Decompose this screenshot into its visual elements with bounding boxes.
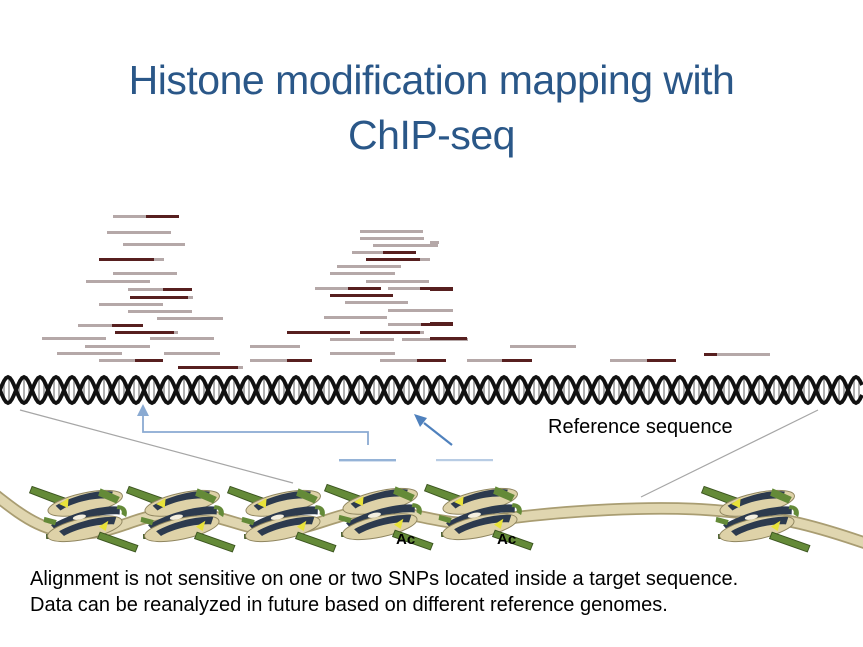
read-segment [330, 338, 394, 341]
read-segment [430, 337, 467, 340]
read-segment [99, 258, 154, 261]
read-underline [339, 459, 396, 462]
read-segment [647, 359, 676, 362]
read-segment [315, 287, 348, 290]
read-segment [430, 359, 446, 362]
title-line-1: Histone modification mapping with [128, 57, 735, 104]
read-segment [324, 316, 387, 319]
read-segment [430, 288, 453, 291]
read-segment [366, 258, 420, 261]
read-segment [420, 258, 430, 261]
read-segment [510, 345, 576, 348]
read-segment [430, 241, 439, 244]
read-segment [388, 323, 421, 326]
nucleosome [124, 467, 237, 572]
dna-helix [0, 374, 863, 406]
read-segment [360, 331, 420, 334]
read-segment [86, 280, 150, 283]
read-segment [610, 359, 647, 362]
slide-title: Histone modification mapping with ChIP-s… [0, 53, 863, 163]
caption: Alignment is not sensitive on one or two… [30, 566, 840, 618]
read-segment [57, 352, 122, 355]
read-segment [420, 331, 424, 334]
read-underline [436, 459, 493, 462]
read-segment [99, 359, 135, 362]
nucleosome [27, 467, 140, 572]
nucleosome [422, 465, 535, 570]
blue-arrowhead-icon [414, 414, 427, 427]
read-segment [345, 301, 408, 304]
read-segment [330, 352, 395, 355]
read-segment [150, 337, 214, 340]
read-segment [107, 231, 171, 234]
read-segment [135, 359, 163, 362]
read-segment [380, 359, 417, 362]
read-segment [99, 303, 163, 306]
nucleosome [699, 467, 812, 572]
read-segment [352, 251, 383, 254]
caption-line-1: Alignment is not sensitive on one or two… [30, 568, 739, 590]
caption-line-2: Data can be reanalyzed in future based o… [30, 594, 668, 616]
read-segment [502, 359, 532, 362]
read-segment [238, 366, 243, 369]
read-segment [373, 244, 438, 247]
read-segment [113, 272, 177, 275]
elbow-arrow [142, 415, 369, 445]
read-segment [146, 215, 179, 218]
elbow-arrowhead-icon [137, 404, 149, 416]
read-segment [157, 317, 223, 320]
read-segment [128, 310, 192, 313]
read-segment [188, 296, 193, 299]
read-segment [330, 294, 393, 297]
dna-fiber [0, 492, 863, 548]
read-segment [178, 366, 238, 369]
read-segment [128, 288, 163, 291]
title-line-2: ChIP-seq [348, 112, 515, 159]
dna-fiber [0, 490, 863, 549]
read-segment [360, 237, 424, 240]
read-segment [287, 331, 350, 334]
read-segment [164, 352, 220, 355]
nucleosome [225, 467, 338, 572]
read-segment [430, 322, 453, 325]
read-segment [704, 353, 717, 356]
read-segment [467, 359, 502, 362]
read-segment [383, 251, 416, 254]
read-segment [717, 353, 770, 356]
blue-arrow [423, 422, 453, 446]
read-segment [388, 309, 452, 312]
read-segment [348, 287, 381, 290]
read-segment [250, 345, 300, 348]
read-segment [250, 359, 287, 362]
acetylation-label: Ac [396, 531, 416, 548]
read-segment [337, 265, 401, 268]
read-segment [154, 258, 164, 261]
read-segment [85, 345, 150, 348]
read-segment [330, 272, 395, 275]
read-segment [130, 296, 188, 299]
read-segment [388, 287, 420, 290]
acetylation-label: Ac [497, 531, 517, 548]
read-segment [430, 309, 453, 312]
connector-line-left [19, 409, 294, 484]
reference-sequence-label: Reference sequence [548, 416, 733, 438]
read-segment [115, 331, 174, 334]
read-segment [163, 288, 192, 291]
read-segment [113, 215, 146, 218]
read-segment [123, 243, 185, 246]
read-segment [78, 324, 112, 327]
read-segment [112, 324, 143, 327]
read-segment [287, 359, 312, 362]
read-segment [42, 337, 106, 340]
read-segment [174, 331, 178, 334]
nucleosome [322, 465, 435, 570]
read-segment [366, 280, 429, 283]
read-segment [360, 230, 423, 233]
